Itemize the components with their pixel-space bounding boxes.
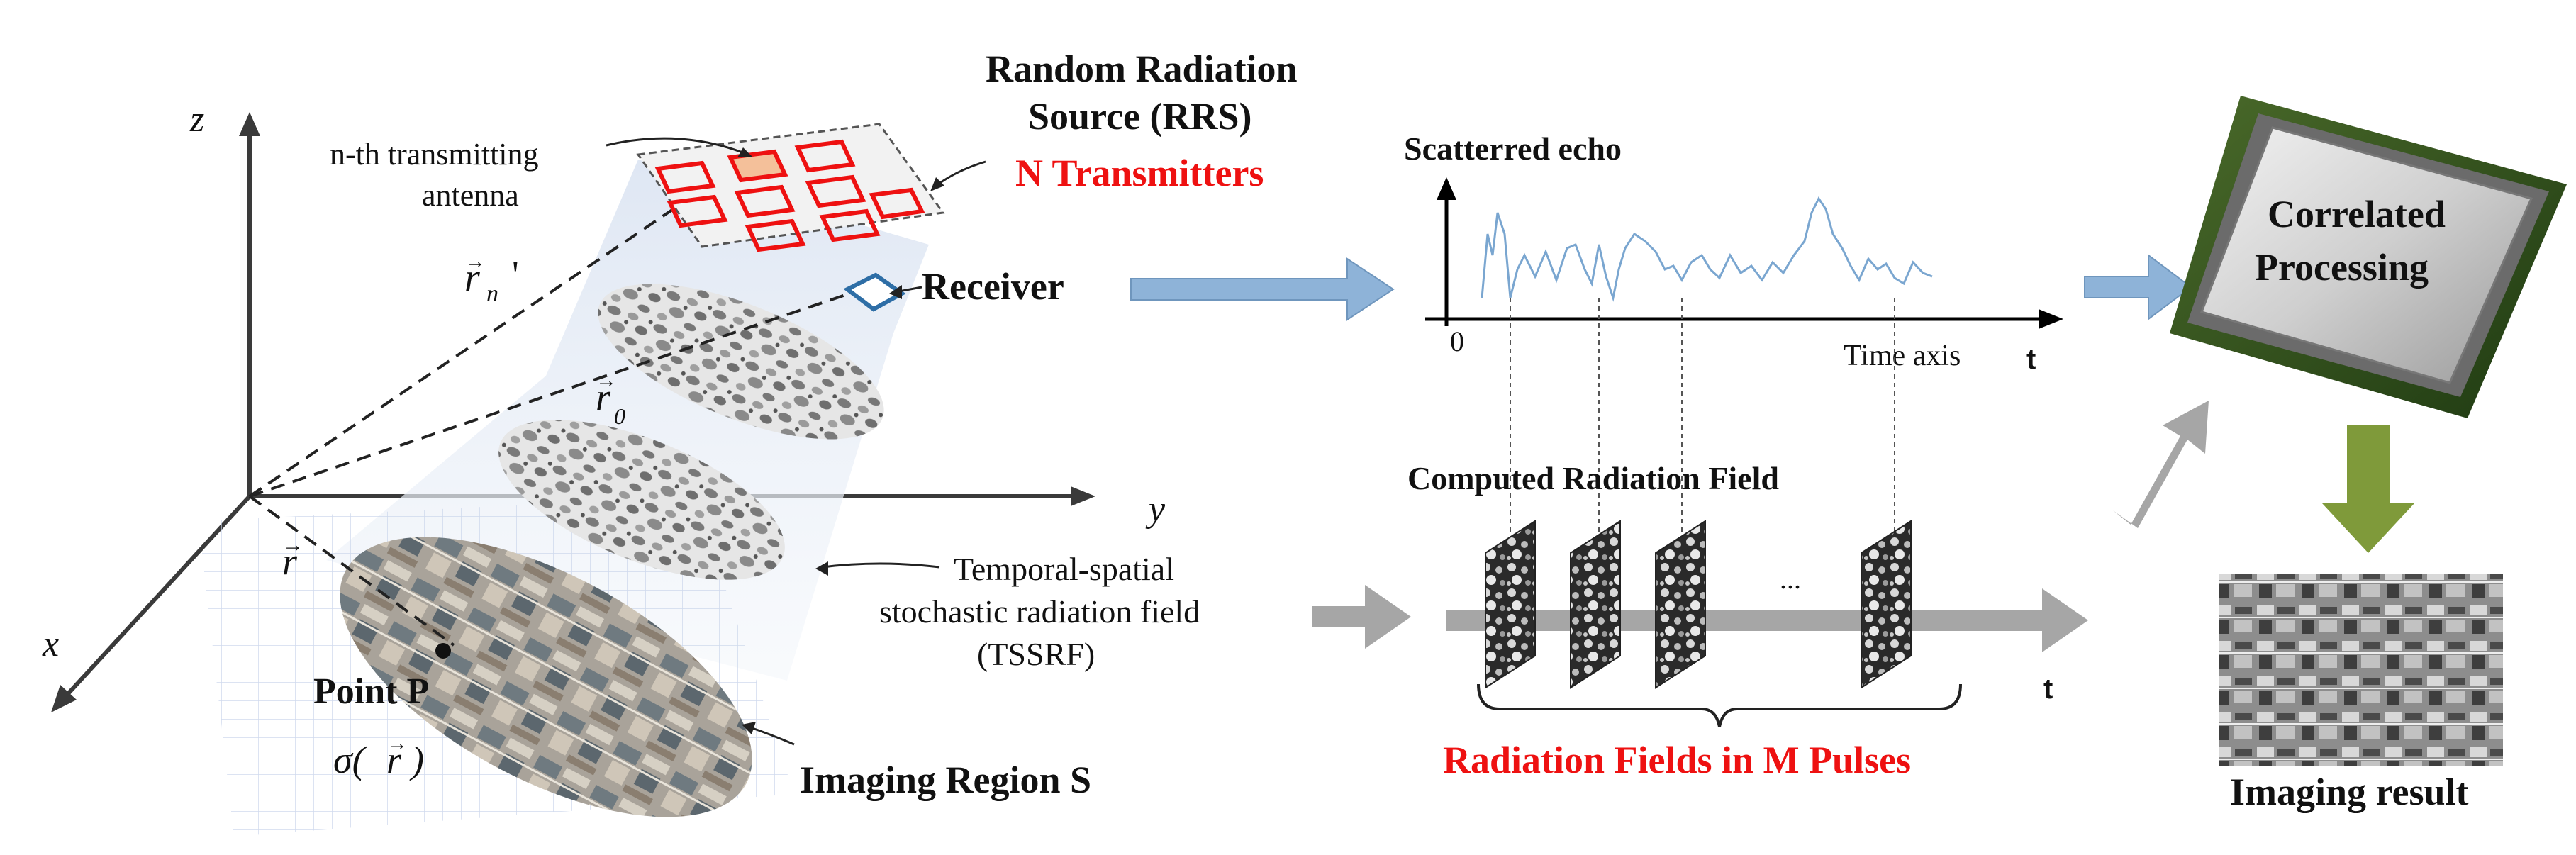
processor-line2: Processing (2255, 246, 2429, 289)
vector-r0-label: r (596, 376, 611, 418)
y-axis-arrowhead (1071, 486, 1095, 506)
sigma-vector-arrow: → (386, 732, 408, 755)
tssrf-line3: (TSSRF) (977, 636, 1095, 672)
echo-t-label: t (2026, 344, 2036, 375)
echo-to-processor-arrow (2084, 254, 2192, 320)
vector-r-line (248, 495, 455, 647)
vector-r0-arrow: → (596, 369, 617, 392)
position-vectors (248, 155, 859, 647)
imaging-result-label: Imaging result (2230, 771, 2469, 813)
vector-rn-prime: ' (512, 253, 519, 296)
receiver-label: Receiver (922, 265, 1064, 308)
tssrf-leader (822, 562, 940, 569)
vector-rn-subscript: n (486, 281, 498, 307)
y-axis-label: y (1145, 489, 1166, 530)
transmitter-elements (654, 139, 925, 252)
echo-zero-label: 0 (1450, 325, 1464, 357)
field-frame-m (1861, 520, 1912, 689)
radiation-field-disks (498, 284, 884, 580)
pulses-brace (1477, 683, 1962, 727)
antenna-label-line1: n-th transmitting (330, 137, 539, 172)
processor-line1: Correlated (2268, 193, 2446, 235)
echo-flow-arrow (1130, 257, 1395, 321)
rrs-title-line2: Source (RRS) (1028, 95, 1251, 138)
chip-heat-spreader (2200, 126, 2533, 384)
vector-r0-subscript: 0 (614, 403, 625, 429)
imaging-region-label: Imaging Region S (800, 759, 1091, 801)
vector-r0-line (249, 289, 859, 498)
computed-t-label: t (2043, 674, 2053, 705)
pulse-timeline-arrow (1446, 588, 2088, 652)
rrs-title-line1: Random Radiation (986, 48, 1298, 90)
field-frame-1 (1485, 520, 1536, 689)
echo-waveform (1481, 196, 1933, 302)
z-axis-label: z (189, 99, 204, 140)
vector-rn-arrow: → (464, 250, 486, 273)
rrs-antenna-array (636, 123, 945, 312)
processor-to-result-arrow (2322, 425, 2414, 553)
flow-arrows (1130, 254, 2414, 649)
frames-ellipsis: ... (1780, 563, 1801, 595)
tssrf-line1: Temporal-spatial (954, 551, 1174, 587)
vector-rn-label: r (464, 256, 480, 300)
imaging-region (199, 496, 794, 837)
x-axis-label: x (42, 624, 59, 664)
z-axis-arrowhead (239, 112, 260, 136)
tssrf-line2: stochastic radiation field (879, 593, 1200, 630)
imaging-result-image (2219, 574, 2503, 766)
point-p-label: Point P (313, 671, 429, 712)
field-to-processor-arrow (2113, 401, 2209, 528)
antenna-label-line2: antenna (422, 178, 519, 213)
n-transmitters-label: N Transmitters (1015, 152, 1264, 194)
sigma-label: σ( (333, 739, 367, 781)
scattered-echo-plot: Scatterred echo 0 Time axis t (1404, 130, 2063, 553)
vector-r-arrow: → (282, 533, 303, 557)
point-p-marker (435, 643, 451, 659)
echo-correspondence-lines (1510, 298, 1895, 553)
processor-chip: Correlated Processing (2170, 96, 2567, 418)
field-frame-2 (1570, 520, 1621, 689)
field-disk-lower (498, 420, 785, 580)
computed-radiation-field: Computed Radiation Field ... t Radiation… (1407, 460, 2088, 781)
computed-title: Computed Radiation Field (1407, 460, 1779, 496)
field-frame-3 (1655, 520, 1706, 689)
time-axis-label: Time axis (1844, 340, 1961, 372)
imaging-result: Imaging result (2219, 574, 2503, 813)
field-flow-arrow (1312, 585, 1411, 649)
rrs-leader (935, 160, 986, 187)
x-axis-arrowhead (51, 685, 77, 712)
sigma-close: ) (409, 739, 424, 781)
vector-rn-line (248, 155, 753, 498)
sigma-vector: r (386, 739, 402, 781)
leader-arrows (606, 137, 986, 746)
echo-title: Scatterred echo (1404, 130, 1622, 167)
pulses-label: Radiation Fields in M Pulses (1443, 739, 1911, 781)
vector-r-label: r (282, 540, 298, 583)
antenna-leader (606, 137, 749, 156)
imaging-region-photo (340, 537, 752, 817)
field-disk-upper (598, 284, 884, 440)
